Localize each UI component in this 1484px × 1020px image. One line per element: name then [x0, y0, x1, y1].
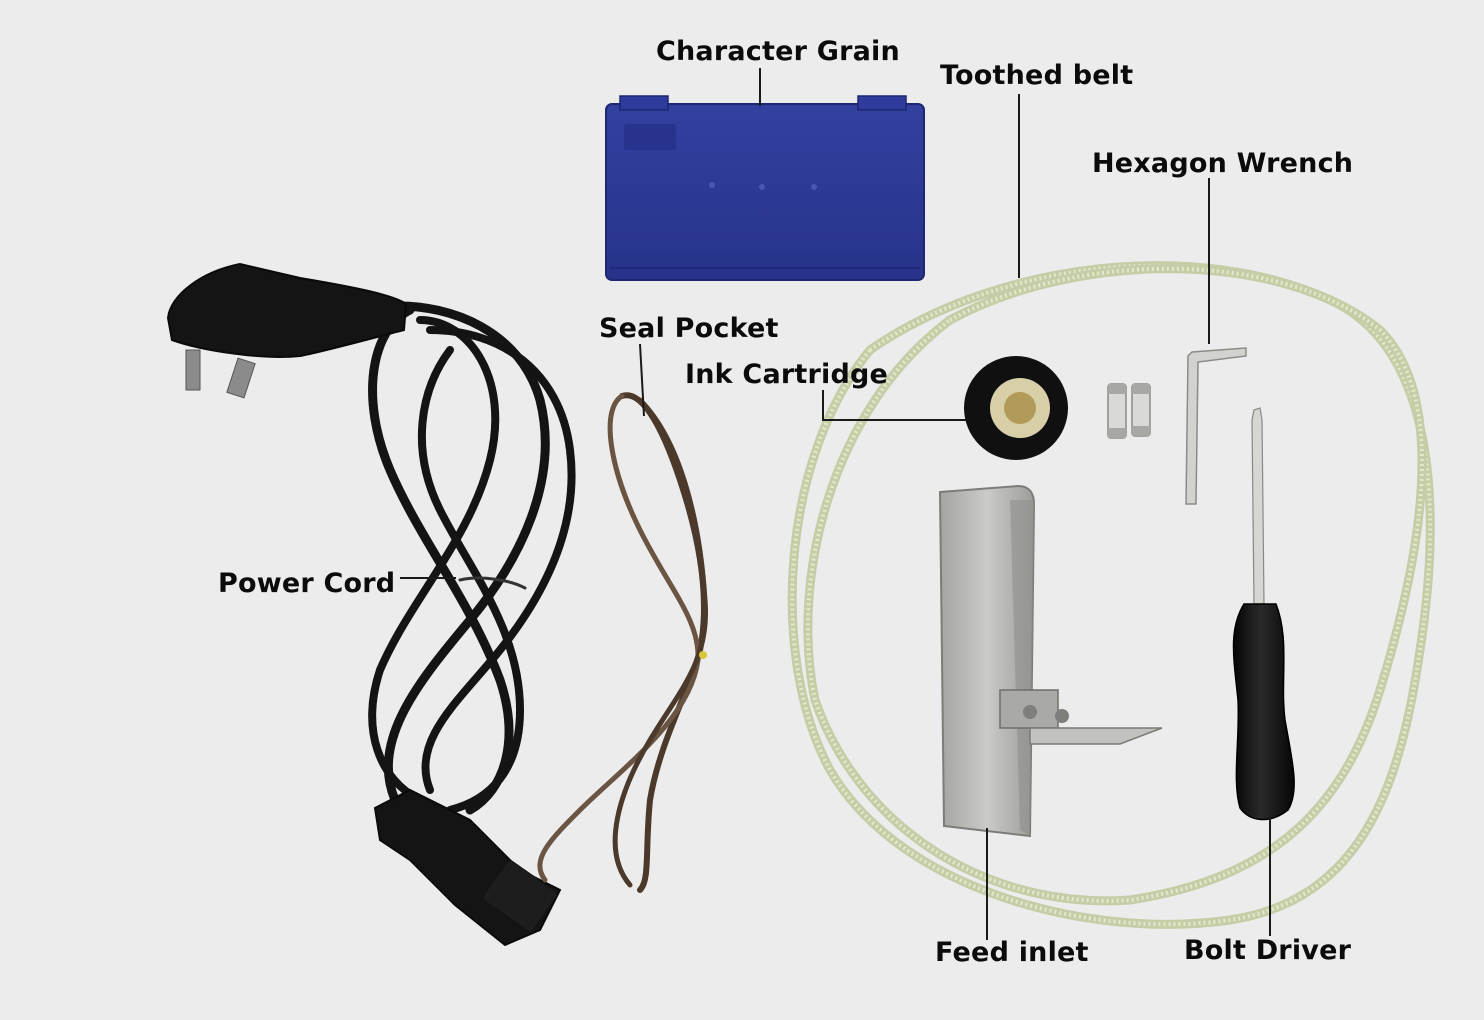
label-seal-pocket: Seal Pocket: [599, 313, 779, 344]
label-ink-cartridge: Ink Cartridge: [685, 359, 889, 390]
leader-seal-pocket: [639, 343, 645, 417]
label-power-cord: Power Cord: [218, 568, 396, 599]
hexagon-wrench: [1185, 347, 1247, 505]
label-hexagon-wrench: Hexagon Wrench: [1092, 148, 1354, 179]
leader-lines: [400, 68, 1271, 940]
ink-cartridge: [964, 356, 1068, 460]
feed-inlet: [938, 484, 1163, 838]
character-grain-box: [605, 95, 925, 281]
label-feed-inlet: Feed inlet: [935, 937, 1089, 968]
power-cord: [166, 262, 576, 947]
seal-pocket: [537, 392, 709, 893]
label-toothed-belt: Toothed belt: [940, 60, 1134, 91]
fuses: [1107, 383, 1151, 439]
bolt-driver: [1232, 407, 1295, 821]
toothed-belt: [787, 261, 1435, 929]
leader-ink-cartridge: [822, 390, 966, 421]
label-character-grain: Character Grain: [656, 36, 900, 67]
label-bolt-driver: Bolt Driver: [1184, 935, 1352, 966]
